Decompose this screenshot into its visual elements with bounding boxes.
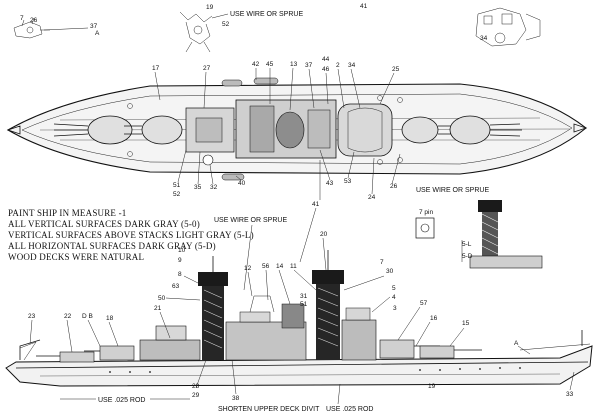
callout-7-top: 7 — [20, 15, 24, 22]
callout-16: 16 — [430, 315, 438, 322]
callout-17: 17 — [152, 65, 160, 72]
paint-note-4: ALL HORIZONTAL SURFACES DARK GRAY (5-D) — [8, 241, 216, 251]
callout-3: 3 — [393, 305, 397, 312]
callout-19-top: 19 — [206, 4, 214, 11]
callout-13: 13 — [290, 61, 298, 68]
inset-label: 7 pin — [419, 209, 433, 216]
callout-12: 12 — [244, 265, 252, 272]
callout-41: 41 — [312, 201, 320, 208]
note-davit: SHORTEN UPPER DECK DIVIT — [218, 406, 320, 413]
callout-9: 9 — [178, 257, 182, 264]
callout-63: 63 — [172, 283, 180, 290]
callout-41-top: 41 — [360, 3, 368, 10]
inset-5d: 5-D — [462, 253, 473, 260]
plan-aft-turret-2 — [124, 115, 183, 145]
callout-37-top: 37 — [90, 23, 98, 30]
callout-29: 29 — [192, 392, 200, 399]
callout-43: 43 — [326, 180, 334, 187]
plan-view-hull — [6, 77, 588, 181]
note-rod-right: USE .025 ROD — [326, 406, 373, 413]
mast-detail-inset: 7 pin 5-L 5-D — [415, 200, 543, 269]
paint-note-2: ALL VERTICAL SURFACES DARK GRAY (5-0) — [8, 219, 200, 229]
callout-23: 23 — [28, 313, 36, 320]
paint-notes: PAINT SHIP IN MEASURE -1 ALL VERTICAL SU… — [8, 208, 254, 262]
callout-27: 27 — [203, 65, 211, 72]
callout-24: 24 — [368, 194, 376, 201]
callout-4: 4 — [392, 294, 396, 301]
callout-7: 7 — [380, 259, 384, 266]
detail-sketch-right: 41 34 — [360, 3, 541, 47]
callout-14: 14 — [276, 263, 284, 270]
callout-45: 45 — [266, 61, 274, 68]
callout-32: 32 — [210, 184, 218, 191]
detail-sketch-left: 7 26 37 A — [13, 15, 100, 39]
plan-fwd-turret-2 — [449, 115, 522, 145]
callout-42: 42 — [252, 61, 260, 68]
callout-21: 21 — [154, 305, 162, 312]
plan-view-callouts: 17 27 42 45 13 37 44 46 2 34 25 51 52 35… — [152, 56, 401, 263]
callout-15: 15 — [462, 320, 470, 327]
bottom-notes: USE .025 ROD SHORTEN UPPER DECK DIVIT US… — [60, 383, 373, 413]
callout-35: 35 — [194, 184, 202, 191]
callout-db: D B — [82, 313, 93, 320]
callout-33: 33 — [566, 391, 574, 398]
paint-note-5: WOOD DECKS WERE NATURAL — [8, 252, 144, 262]
callout-19: 19 — [428, 383, 436, 390]
callout-52-top: 52 — [222, 21, 230, 28]
callout-44: 44 — [322, 56, 330, 63]
callout-5: 5 — [392, 285, 396, 292]
callout-2: 2 — [336, 62, 340, 69]
callout-a: A — [514, 340, 519, 347]
callout-8: 8 — [178, 271, 182, 278]
callout-56: 56 — [262, 263, 270, 270]
callout-26: 26 — [390, 183, 398, 190]
callout-52: 52 — [173, 191, 181, 198]
note-use-wire-mid: USE WIRE OR SPRUE — [214, 217, 287, 224]
callout-38: 38 — [232, 395, 240, 402]
paint-note-3: VERTICAL SURFACES ABOVE STACKS LIGHT GRA… — [8, 230, 254, 240]
plan-aft-turret-1 — [53, 115, 133, 145]
callout-18: 18 — [106, 315, 114, 322]
callout-20: 20 — [320, 231, 328, 238]
side-elevation-hull — [5, 250, 593, 387]
note-use-wire-top: USE WIRE OR SPRUE — [230, 11, 303, 18]
callout-37: 37 — [305, 62, 313, 69]
detail-sketch-center: 19 52 USE WIRE OR SPRUE — [179, 4, 303, 53]
side-elevation-callouts: 20 7 30 5 4 57 3 16 15 A 10 9 8 63 50 21… — [28, 231, 575, 402]
callout-30: 30 — [386, 268, 394, 275]
paint-note-1: PAINT SHIP IN MEASURE -1 — [8, 208, 126, 218]
callout-22: 22 — [64, 313, 72, 320]
callout-31: 31 — [300, 293, 308, 300]
note-rod-left: USE .025 ROD — [98, 397, 145, 404]
callout-40: 40 — [238, 180, 246, 187]
callout-25: 25 — [392, 66, 400, 73]
inset-5l: 5-L — [462, 241, 472, 248]
callout-51: 51 — [173, 182, 181, 189]
callout-10: 10 — [178, 247, 186, 254]
callout-26-top: 26 — [30, 17, 38, 24]
callout-34-top: 34 — [480, 35, 488, 42]
callout-a-top: A — [95, 30, 100, 37]
callout-53: 53 — [344, 178, 352, 185]
callout-28: 28 — [192, 383, 200, 390]
callout-46: 46 — [322, 66, 330, 73]
callout-50: 50 — [158, 295, 166, 302]
callout-57: 57 — [420, 300, 428, 307]
callout-34: 34 — [348, 62, 356, 69]
callout-51b: 51 — [300, 301, 308, 308]
callout-11: 11 — [290, 263, 297, 270]
note-use-wire-right: USE WIRE OR SPRUE — [416, 187, 489, 194]
